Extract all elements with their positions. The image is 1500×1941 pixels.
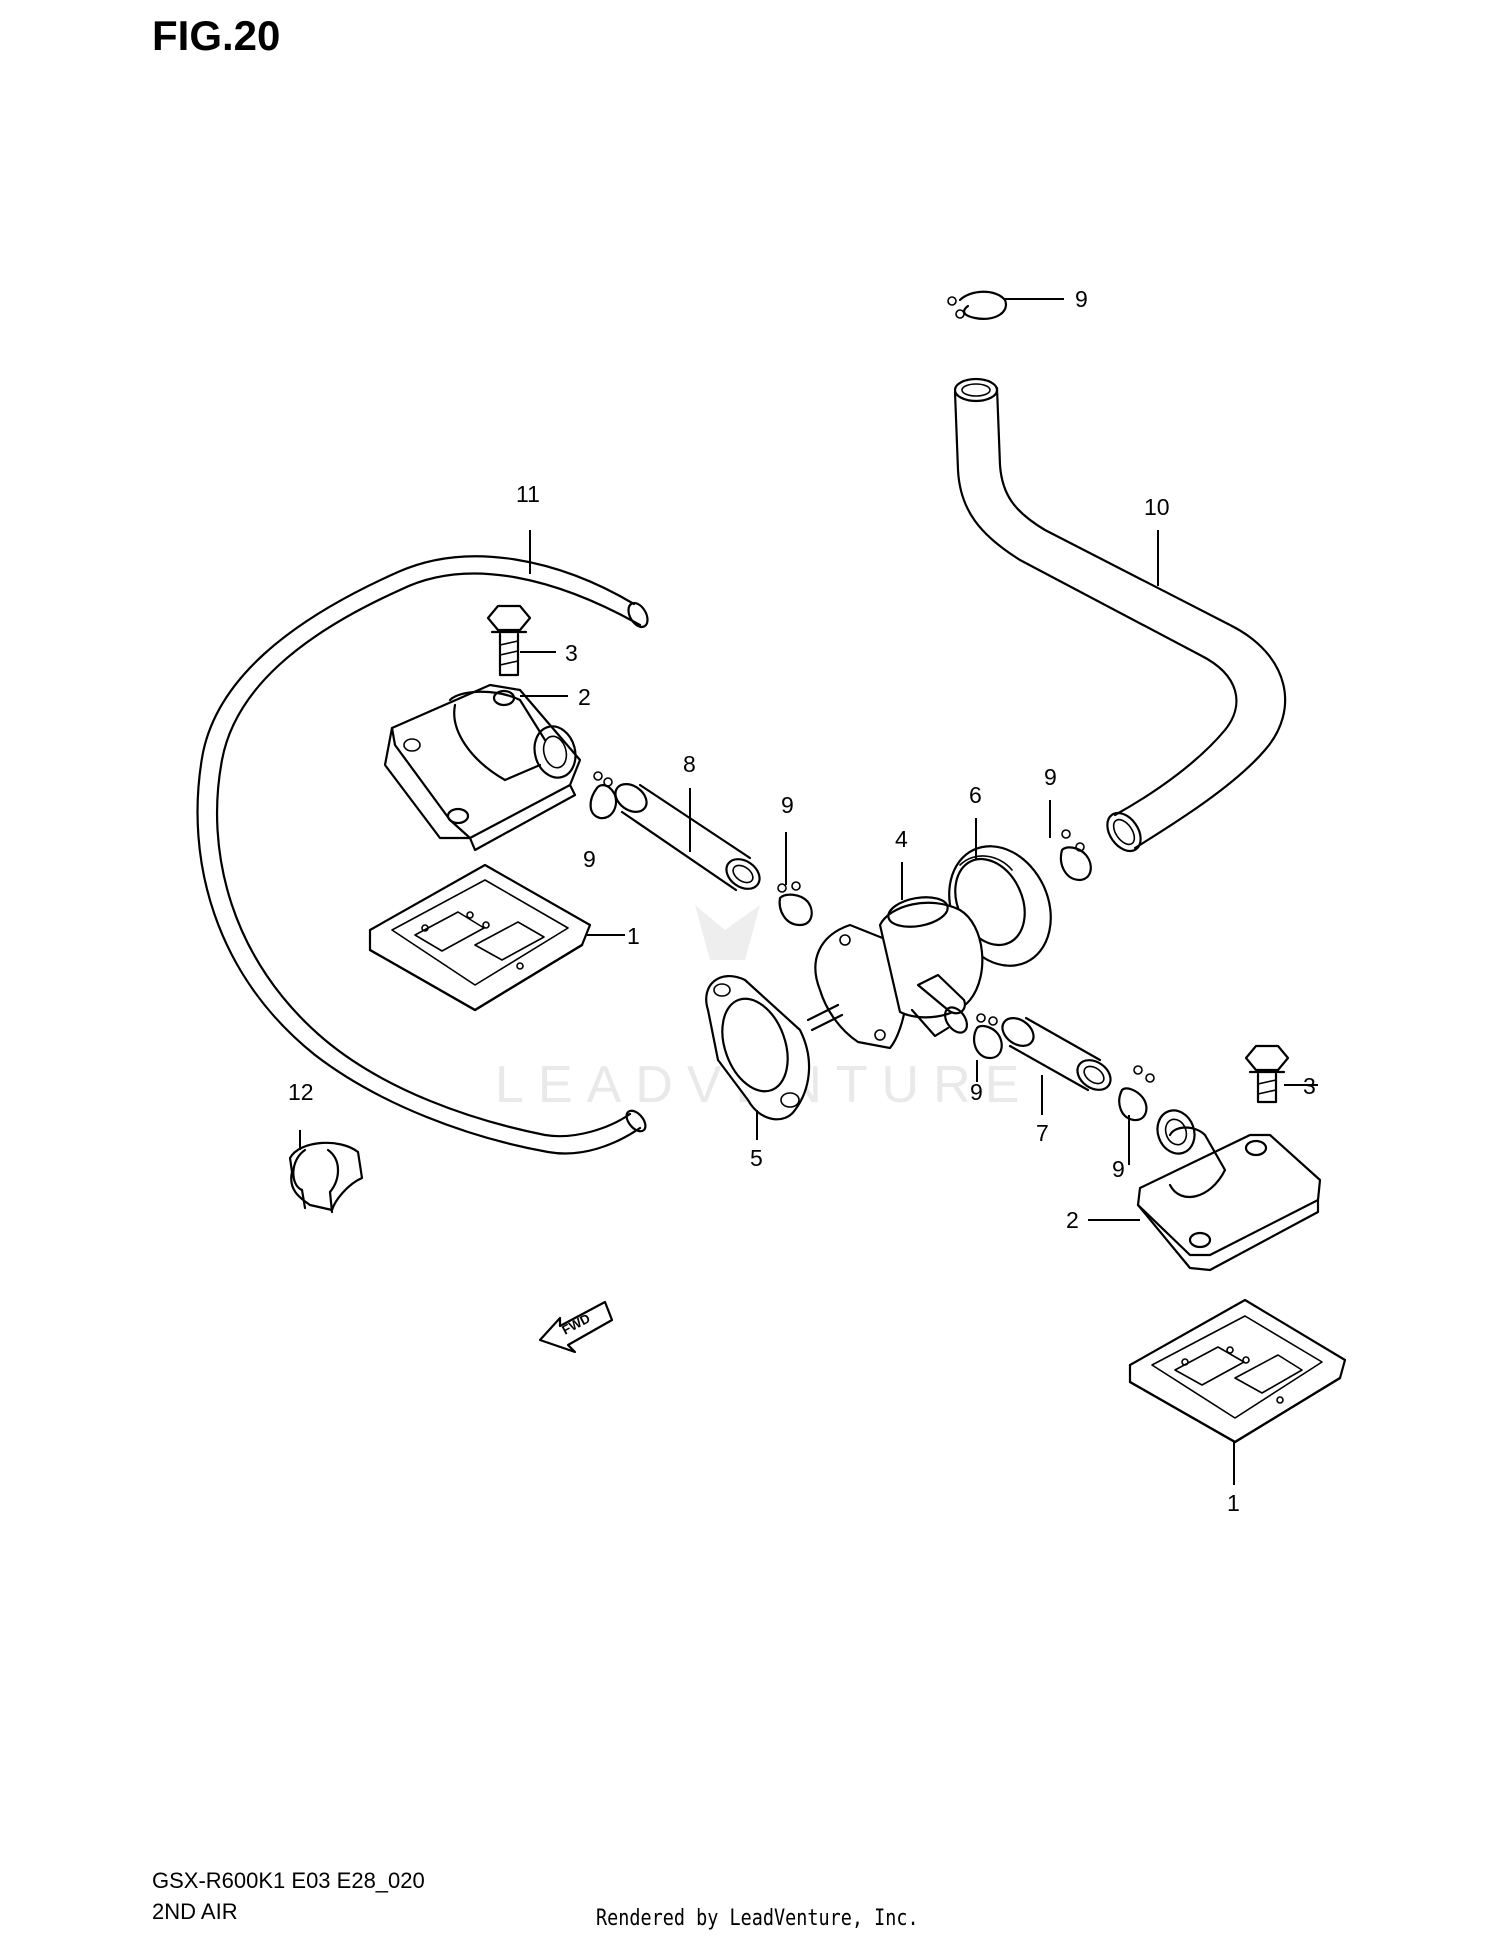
leader-lines [299,298,1318,1485]
callout-6: 6 [969,782,982,808]
callout-9: 9 [1112,1156,1125,1182]
callout-9: 9 [583,846,596,872]
part-9-clamp-left[interactable] [589,771,618,820]
part-1-gasket-left[interactable] [368,863,592,1012]
part-8-short-hose[interactable] [610,778,765,895]
part-4-pair-valve[interactable] [806,893,984,1050]
part-10-hose[interactable] [953,377,1287,857]
callout-2: 2 [1066,1207,1079,1233]
callout-3: 3 [1303,1073,1316,1099]
diagram-code: GSX-R600K1 E03 E28_020 [152,1868,425,1893]
part-2-cover-left[interactable] [383,683,582,852]
callout-10: 10 [1144,494,1170,520]
callout-9: 9 [781,792,794,818]
part-9-clamp-top[interactable] [947,290,1008,320]
part-9-clamp-right[interactable] [1059,829,1092,882]
part-3-bolt-right[interactable] [1244,1044,1290,1104]
part-7-short-hose[interactable] [997,1012,1116,1096]
callout-3: 3 [565,640,578,666]
callout-1: 1 [1227,1490,1240,1516]
part-12-clip[interactable] [288,1141,364,1214]
section-name: 2ND AIR [152,1899,238,1924]
part-3-bolt-left[interactable] [486,604,532,677]
part-9-clamp-lower[interactable] [1118,1065,1155,1122]
fwd-arrow-icon: FWD [538,1300,614,1354]
part-11-hose[interactable] [196,555,652,1155]
callout-8: 8 [683,751,696,777]
callout-2: 2 [578,684,591,710]
footer-credit: Rendered by LeadVenture, Inc. [596,1906,919,1931]
callout-11: 11 [516,481,540,507]
figure-title: FIG.20 [152,12,281,59]
callouts: 9 10 11 3 2 8 9 9 9 6 4 1 5 9 7 12 3 9 2… [288,286,1316,1516]
callout-5: 5 [750,1145,763,1171]
callout-9: 9 [970,1079,983,1105]
part-9-clamp-mid[interactable] [777,881,813,927]
part-2-cover-right[interactable] [1136,1105,1322,1272]
callout-12: 12 [288,1079,314,1105]
callout-1: 1 [627,923,640,949]
callout-9: 9 [1075,286,1088,312]
part-1-gasket-right[interactable] [1128,1298,1347,1444]
callout-4: 4 [895,826,908,852]
part-5-flange[interactable] [705,974,811,1121]
callout-7: 7 [1036,1120,1049,1146]
callout-9: 9 [1044,764,1057,790]
part-9-clamp-center[interactable] [973,1013,1003,1060]
